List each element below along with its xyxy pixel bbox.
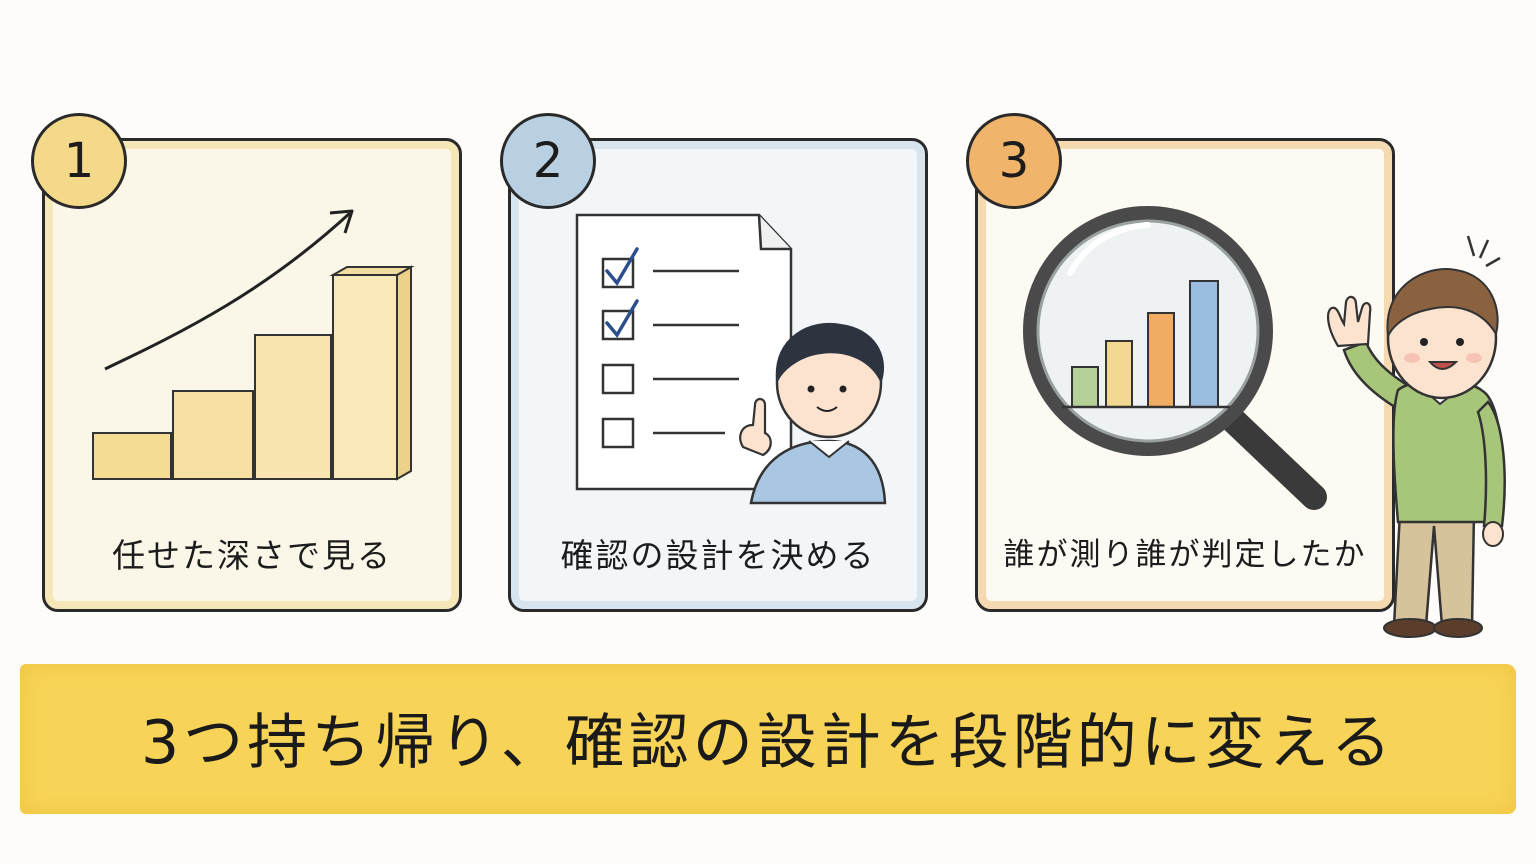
step-label: 任せた深さで見る bbox=[112, 536, 392, 575]
rising-bar-chart-icon bbox=[92, 209, 415, 481]
step-card-2: 確認の設計を決める bbox=[508, 138, 928, 612]
summary-banner: 3つ持ち帰り、確認の設計を段階的に変える bbox=[20, 664, 1516, 814]
magnifying-glass-chart-icon bbox=[1023, 206, 1327, 510]
step-card-3: 誰が測り誰が判定したか bbox=[975, 138, 1395, 612]
waving-person-illustration bbox=[1326, 235, 1506, 638]
step-label: 誰が測り誰が判定したか bbox=[1003, 537, 1367, 573]
step-number-badge: 1 bbox=[31, 113, 127, 209]
step-label: 確認の設計を決める bbox=[560, 536, 876, 575]
checklist-document-icon bbox=[575, 213, 887, 505]
step-card-1: 任せた深さで見る bbox=[42, 138, 462, 612]
step-number-badge: 2 bbox=[500, 113, 596, 209]
summary-text: 3つ持ち帰り、確認の設計を段階的に変える bbox=[141, 708, 1395, 778]
step-number-badge: 3 bbox=[966, 113, 1062, 209]
